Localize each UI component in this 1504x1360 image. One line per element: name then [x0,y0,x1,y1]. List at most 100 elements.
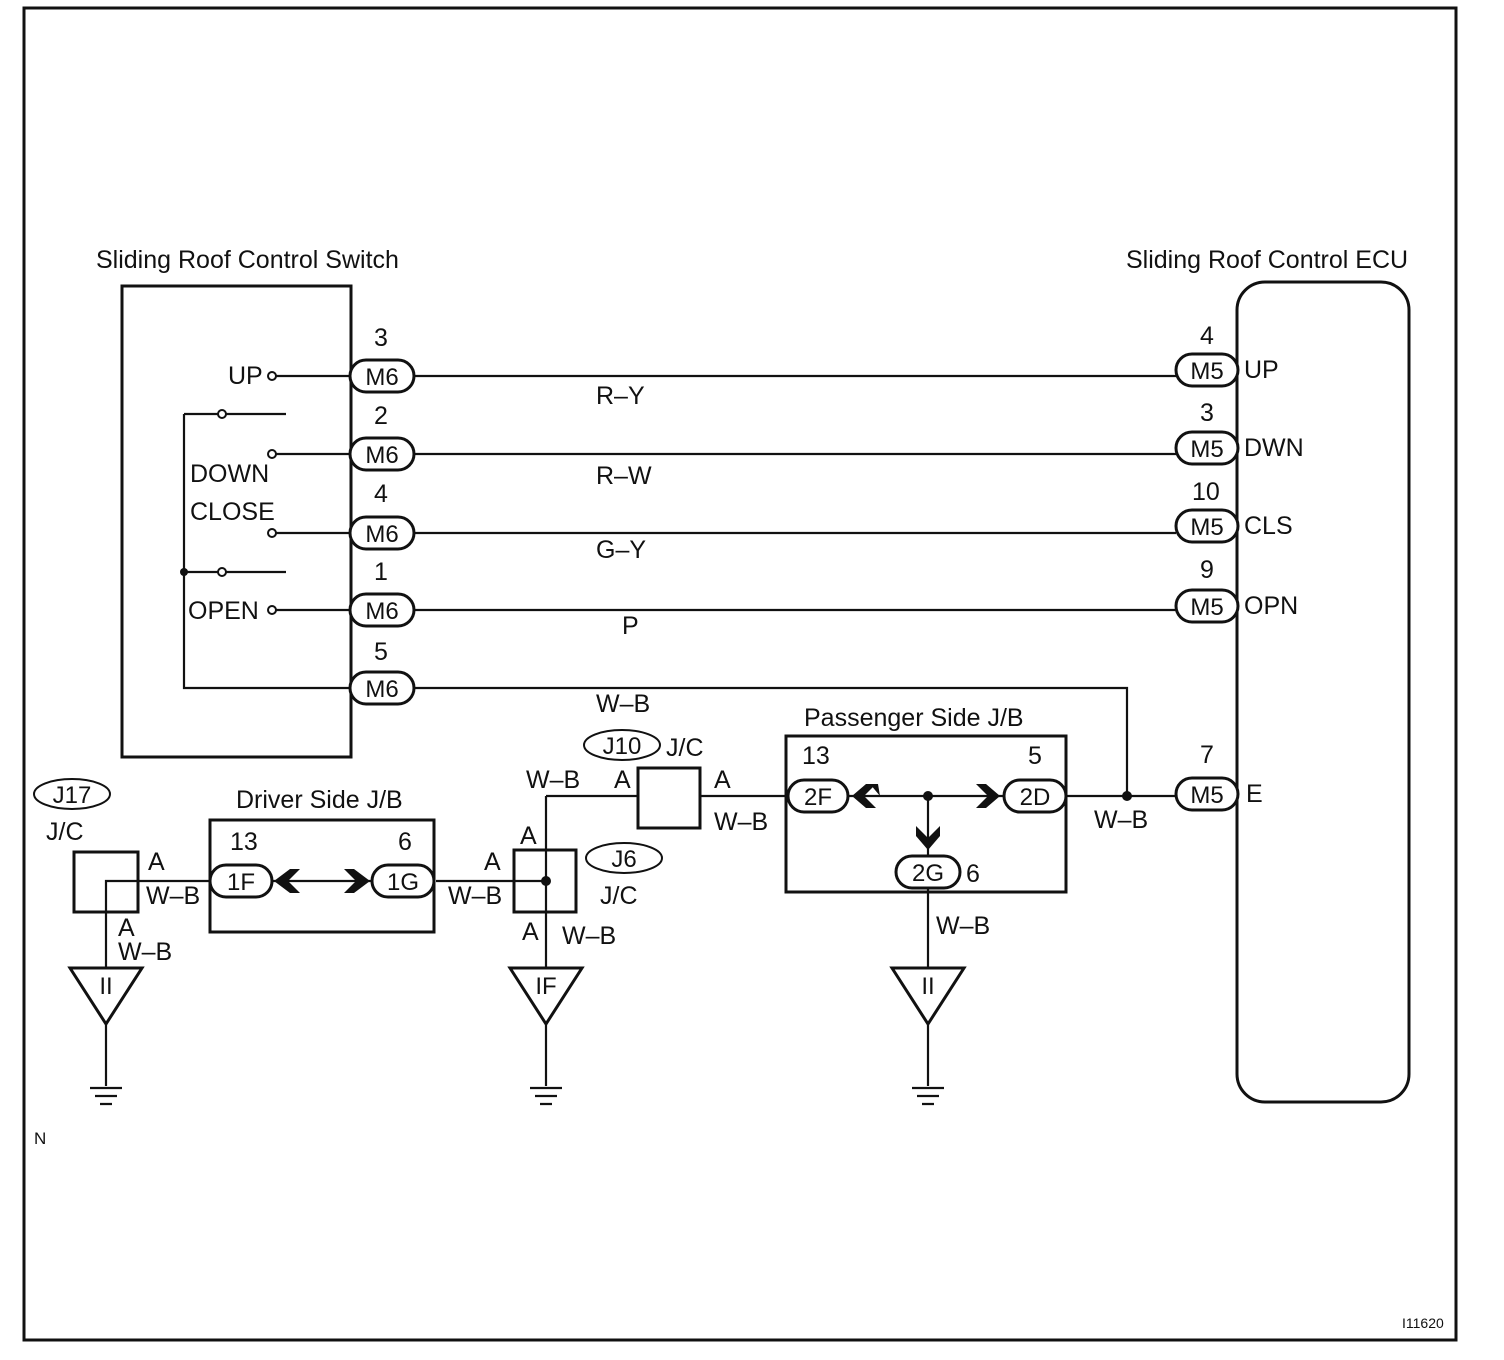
wire-color-down: R–W [596,462,652,490]
ecu-connector-e: M5 [1174,776,1240,812]
j6-terminal-a-left: A [484,848,501,876]
wire-color-passenger-ground: W–B [936,912,990,940]
chassis-ground-right [912,1086,944,1106]
svg-text:II: II [921,973,934,1000]
ecu-connector-opn: M5 [1174,588,1240,624]
j10-terminal-a-right: A [714,766,731,794]
passenger-jb-connector-2f: 2F [786,778,850,814]
svg-text:2D: 2D [1020,784,1051,811]
switch-body [120,284,353,759]
switch-terminal-down: DOWN [190,460,269,488]
j6-type-label: J/C [600,882,638,910]
driver-jb-connector-1f: 1F [208,863,274,899]
j10-badge: J10 [583,729,661,761]
ecu-pin-4: 4 [1200,322,1214,350]
switch-title: Sliding Roof Control Switch [96,246,399,274]
j6-terminal-a-top: A [520,822,537,850]
passenger-jb-connector-2d: 2D [1002,778,1068,814]
svg-text:M5: M5 [1190,358,1223,385]
switch-terminal-up: UP [228,362,263,390]
ecu-connector-cls: M5 [1174,508,1240,544]
svg-text:J17: J17 [53,782,92,809]
ecu-connector-dwn: M5 [1174,430,1240,466]
svg-text:J6: J6 [611,846,636,873]
svg-text:M6: M6 [365,521,398,548]
wire-color-j17-right: W–B [146,882,200,910]
ecu-connector-up: M5 [1174,352,1240,388]
ecu-terminal-opn: OPN [1244,592,1298,620]
wire-color-close: G–Y [596,536,646,564]
svg-text:M6: M6 [365,676,398,703]
wire-color-ground: W–B [596,690,650,718]
switch-terminal-close: CLOSE [190,498,275,526]
driver-jb-connector-1g: 1G [370,863,436,899]
svg-text:1G: 1G [387,869,419,896]
signal-wires [414,374,1176,801]
chassis-ground-center [530,1086,562,1106]
j17-terminal-a-right: A [148,848,165,876]
svg-text:M6: M6 [365,598,398,625]
driver-jb-internal [272,869,372,893]
switch-connector-close: M6 [348,515,416,551]
switch-connector-ground: M6 [348,670,416,706]
ecu-terminal-e: E [1246,780,1263,808]
ecu-pin-9: 9 [1200,556,1214,584]
svg-text:M6: M6 [365,442,398,469]
ecu-body [1235,280,1411,1104]
j17-type-label: J/C [46,818,84,846]
corner-mark: N [34,1129,46,1148]
driver-jb-title: Driver Side J/B [236,786,403,814]
ecu-pin-10: 10 [1192,478,1220,506]
j10-terminal-a-left: A [614,766,631,794]
switch-pin-3: 3 [374,324,388,352]
wire-color-up: R–Y [596,382,645,410]
ecu-terminal-dwn: DWN [1244,434,1304,462]
passenger-jb-pin-6: 6 [966,860,980,888]
driver-jb-pin-13: 13 [230,828,258,856]
switch-pin-2: 2 [374,402,388,430]
j17-badge: J17 [33,778,111,810]
figure-code: I11620 [1402,1315,1444,1331]
ecu-pin-7: 7 [1200,741,1214,769]
ecu-terminal-cls: CLS [1244,512,1293,540]
switch-connector-open: M6 [348,592,416,628]
ground-point-ii-left: II [67,966,145,1027]
switch-connector-up: M6 [348,358,416,394]
svg-text:IF: IF [535,973,556,1000]
ecu-terminal-up: UP [1244,356,1279,384]
switch-contacts [180,371,350,690]
svg-text:2F: 2F [804,784,832,811]
svg-text:M5: M5 [1190,782,1223,809]
passenger-jb-pin-13: 13 [802,742,830,770]
svg-text:M5: M5 [1190,436,1223,463]
j6-terminal-a-bottom: A [522,918,539,946]
wire-color-j6-left: W–B [448,882,502,910]
j6-internal-wires [436,796,551,1086]
passenger-jb-connector-2g: 2G [894,854,962,890]
frame [22,6,1458,1342]
ground-point-ii-right: II [889,966,967,1027]
j10-type-label: J/C [666,734,704,762]
wire-color-j10-left: W–B [526,766,580,794]
svg-text:M6: M6 [365,364,398,391]
wire-color-j17-bottom: W–B [118,938,172,966]
wire-color-ecu-e: W–B [1094,806,1148,834]
svg-text:II: II [99,973,112,1000]
passenger-jb-title: Passenger Side J/B [804,704,1024,732]
svg-text:M5: M5 [1190,594,1223,621]
wire-color-open: P [622,612,639,640]
ecu-pin-3: 3 [1200,399,1214,427]
svg-text:2G: 2G [912,860,944,887]
wire-color-j6-bottom: W–B [562,922,616,950]
switch-pin-4: 4 [374,480,388,508]
svg-text:M5: M5 [1190,514,1223,541]
switch-terminal-open: OPEN [188,597,259,625]
svg-text:J10: J10 [603,733,642,760]
wire-color-j10-right: W–B [714,808,768,836]
passenger-jb-box [784,734,1068,894]
svg-text:1F: 1F [227,869,255,896]
driver-jb-pin-6: 6 [398,828,412,856]
passenger-jb-internal [848,784,1004,856]
j6-badge: J6 [585,842,663,874]
